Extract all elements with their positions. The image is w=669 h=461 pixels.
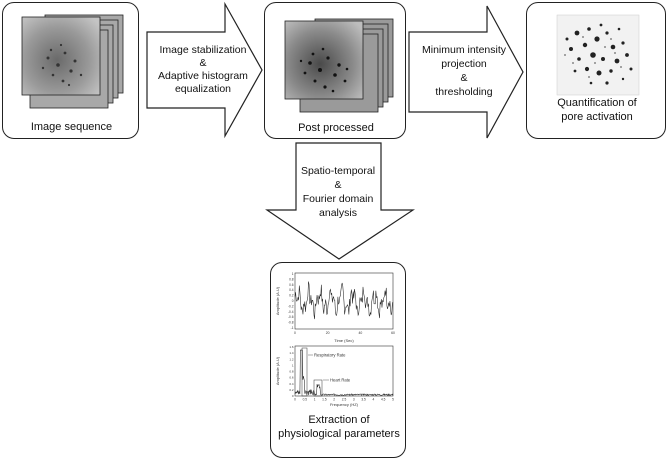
freq-plot-xtick: 3 (353, 398, 355, 402)
label-projection-4: thresholding (435, 86, 493, 98)
freq-plot-xtick: 0.5 (303, 398, 308, 402)
box-quantification: Quantification of pore activation (526, 2, 666, 139)
caption-extraction-line1: Extraction of (308, 414, 370, 426)
time-plot-xlabel: Time (Sec) (334, 338, 354, 343)
heart-annotation: Heart Rate (330, 378, 351, 383)
freq-plot-ylabel: Amplitude (A.U) (275, 356, 280, 385)
freq-plot-xtick: 2 (333, 398, 335, 402)
label-spatio-3: Fourier domain (302, 193, 374, 205)
freq-plot-xtick: 1 (314, 398, 316, 402)
time-plot-ytick: 0.6 (289, 283, 294, 287)
label-projection-3: & (460, 72, 468, 84)
frequency-domain-plot: Amplitude (A.U) 1.61.41.210.80.60.40.20 … (275, 345, 394, 407)
label-projection-2: projection (441, 58, 487, 70)
time-plot-frame (294, 272, 394, 330)
caption-post-processed: Post processed (298, 122, 374, 134)
box-image-sequence: Image sequence (2, 2, 139, 139)
time-plot-xtick: 40 (358, 331, 362, 335)
freq-plot-ytick: 0.4 (289, 382, 294, 386)
freq-plot-ytick: 1 (292, 363, 294, 367)
time-plot-ytick: -1 (291, 326, 294, 330)
freq-plot-xtick: 2.5 (342, 398, 347, 402)
label-stabilization-2: & (199, 57, 207, 69)
time-plot-ytick: 0.2 (289, 294, 294, 298)
freq-plot-xtick: 5 (392, 398, 394, 402)
time-signal-line (294, 281, 394, 320)
freq-plot-xtick: 3.5 (361, 398, 366, 402)
freq-plot-ytick: 0 (292, 394, 294, 398)
time-plot-ytick: -0.4 (288, 310, 294, 314)
time-plot-ytick: -0.6 (288, 315, 294, 319)
freq-plot-ytick: 0.6 (289, 376, 294, 380)
freq-plot-ytick: 1.6 (289, 345, 294, 349)
processed-stack-icon (284, 18, 394, 113)
freq-plot-frame (294, 345, 394, 397)
freq-plot-ytick: 1.4 (289, 351, 294, 355)
time-domain-plot: Amplitude (A.U) 10.80.60.40.20-0.2-0.4-0… (275, 272, 395, 343)
label-spatio-2: & (334, 179, 342, 191)
respiratory-annotation: Respiratory Rate (314, 353, 346, 358)
time-plot-ytick: -0.2 (288, 304, 294, 308)
image-stack-icon (21, 14, 124, 109)
pore-map-image (556, 14, 640, 96)
respiratory-highlight-box (301, 347, 308, 397)
freq-plot-xtick: 0 (294, 398, 296, 402)
caption-quantification-line1: Quantification of (557, 97, 637, 109)
caption-quantification-line2: pore activation (561, 111, 633, 123)
time-plot-xtick: 60 (391, 331, 395, 335)
time-plot-ytick: -0.8 (288, 321, 294, 325)
label-stabilization-1: Image stabilization (159, 44, 247, 56)
arrow-projection (408, 5, 524, 139)
heart-highlight-box (313, 379, 323, 397)
label-spatio-4: analysis (319, 207, 357, 219)
label-stabilization-4: equalization (174, 83, 232, 95)
time-plot-ytick: 0.4 (289, 288, 294, 292)
arrow-stabilization (146, 1, 263, 139)
arrow-spatio (265, 142, 415, 260)
freq-plot-ytick: 1.2 (289, 357, 294, 361)
freq-plot-ytick: 0.2 (289, 388, 294, 392)
label-projection-1: Minimum intensity (421, 44, 507, 56)
freq-plot-xtick: 4 (373, 398, 375, 402)
label-spatio-1: Spatio-temporal (300, 165, 376, 177)
time-plot-ytick: 0.8 (289, 277, 294, 281)
freq-plot-xtick: 1.5 (322, 398, 327, 402)
label-stabilization-3: Adaptive histogram (158, 70, 248, 82)
time-plot-ytick: 1 (292, 272, 294, 276)
freq-plot-xtick: 4.5 (381, 398, 386, 402)
time-plot-ylabel: Amplitude (A.U) (275, 286, 280, 315)
caption-image-sequence: Image sequence (30, 121, 113, 133)
freq-plot-xlabel: Frequency (HZ) (330, 402, 359, 407)
box-post-processed: Post processed (264, 2, 406, 139)
time-plot-xtick: 20 (326, 331, 330, 335)
freq-plot-ytick: 0.8 (289, 370, 294, 374)
freq-spectrum-line (294, 349, 394, 397)
time-plot-xtick: 0 (294, 331, 296, 335)
time-plot-ytick: 0 (292, 299, 294, 303)
caption-extraction-line2: physiological parameters (278, 428, 400, 440)
